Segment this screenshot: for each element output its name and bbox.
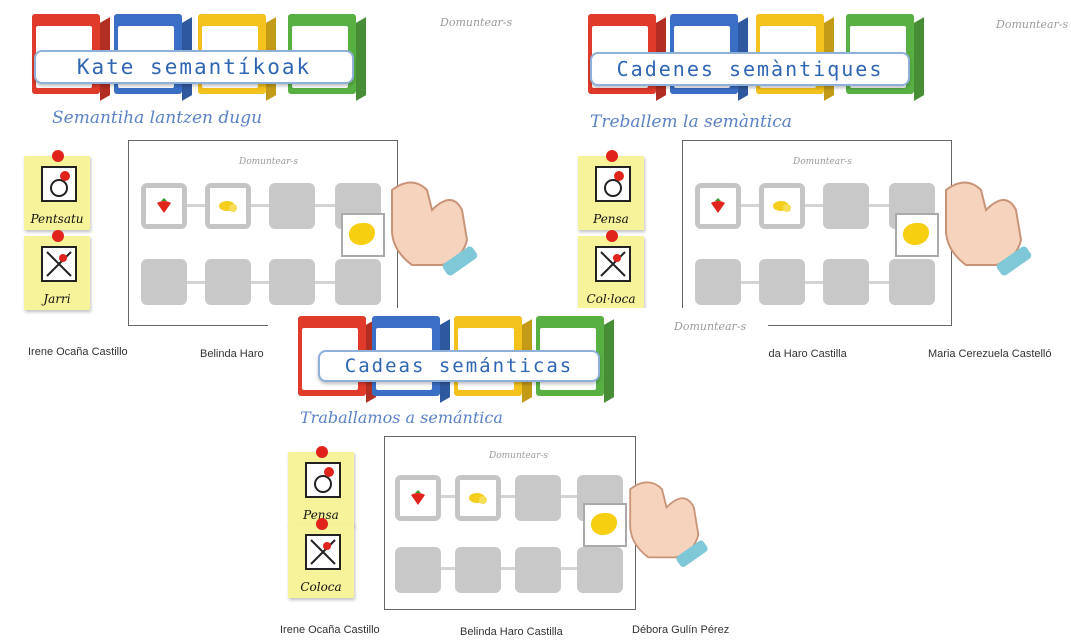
yellow-paint-icon: [591, 513, 617, 535]
hand-icon: [391, 181, 478, 276]
slot-strawberry[interactable]: [395, 475, 441, 521]
card-label: Pensa: [593, 212, 629, 226]
board-logo: Domuntear-s: [239, 157, 299, 167]
card-label: Coloca: [300, 580, 342, 594]
empty-slot[interactable]: [269, 259, 315, 305]
activity-board: Domuntear-s: [682, 140, 952, 326]
page-title: Kate semantíkoak: [34, 50, 354, 84]
slot-lemon[interactable]: [455, 475, 501, 521]
author-name: Belinda Haro: [200, 348, 264, 360]
author-name: Irene Ocaña Castillo: [280, 624, 380, 636]
instruction-card-think: Pensa: [578, 150, 644, 230]
author-name: Maria Cerezuela Castelló: [928, 348, 1052, 360]
empty-slot[interactable]: [455, 547, 501, 593]
brand-logo: Domuntear-s: [996, 18, 1069, 31]
empty-slot[interactable]: [205, 259, 251, 305]
empty-slot[interactable]: [269, 183, 315, 229]
empty-slot[interactable]: [395, 547, 441, 593]
empty-slot[interactable]: [515, 475, 561, 521]
brand-logo: Domuntear-s: [674, 320, 747, 333]
empty-slot[interactable]: [515, 547, 561, 593]
panel-basque: Kate semantíkoak Domuntear-s Semantiha l…: [0, 0, 524, 360]
dragged-card[interactable]: [341, 213, 385, 257]
pin-icon: [52, 150, 64, 162]
pin-icon: [52, 230, 64, 242]
brand-logo: Domuntear-s: [440, 16, 513, 29]
board-logo: Domuntear-s: [489, 451, 549, 461]
author-name: Débora Gulín Pérez: [632, 624, 730, 636]
pin-icon: [606, 230, 618, 242]
instruction-card-place: Coloca: [288, 518, 354, 598]
empty-slot[interactable]: [823, 259, 869, 305]
slot-strawberry[interactable]: [141, 183, 187, 229]
yellow-paint-icon: [903, 223, 929, 245]
slot-lemon[interactable]: [759, 183, 805, 229]
author-name: Belinda Haro Castilla: [744, 348, 847, 360]
hand-icon: [629, 481, 708, 567]
think-icon: [305, 462, 341, 498]
activity-board: Domuntear-s: [384, 436, 636, 610]
card-label: Pensa: [303, 508, 339, 522]
page-title: Cadeas semánticas: [318, 350, 600, 382]
empty-slot[interactable]: [889, 259, 935, 305]
activity-board: Domuntear-s: [128, 140, 398, 326]
instruction-card-place: Jarri: [24, 230, 90, 310]
page-title: Cadenes semàntiques: [590, 52, 910, 86]
panel-catalan: Cadenes semàntiques Domuntear-s Treballe…: [546, 0, 1071, 360]
strawberry-icon: [411, 490, 425, 505]
strawberry-icon: [157, 198, 171, 213]
subtitle: Traballamos a semántica: [300, 408, 503, 427]
author-name: Belinda Haro Castilla: [460, 626, 563, 638]
instruction-card-think: Pentsatu: [24, 150, 90, 230]
pin-icon: [606, 150, 618, 162]
lemon-icon: [773, 201, 791, 212]
slot-lemon[interactable]: [205, 183, 251, 229]
dragged-card[interactable]: [895, 213, 939, 257]
pin-icon: [316, 446, 328, 458]
instruction-card-think: Pensa: [288, 446, 354, 526]
card-label: Pentsatu: [30, 212, 84, 226]
subtitle: Treballem la semàntica: [590, 112, 792, 132]
board-logo: Domuntear-s: [793, 157, 853, 167]
empty-slot[interactable]: [823, 183, 869, 229]
empty-slot[interactable]: [141, 259, 187, 305]
empty-slot[interactable]: [335, 259, 381, 305]
pin-icon: [316, 518, 328, 530]
lemon-icon: [469, 493, 487, 504]
lemon-icon: [219, 201, 237, 212]
strawberry-icon: [711, 198, 725, 213]
author-name: Irene Ocaña Castillo: [28, 346, 128, 358]
subtitle: Semantiha lantzen dugu: [52, 108, 263, 128]
yellow-paint-icon: [349, 223, 375, 245]
panel-galician: Cadeas semánticas Domuntear-s Traballamo…: [268, 308, 768, 640]
card-label: Col·loca: [586, 292, 636, 306]
dragged-card[interactable]: [583, 503, 627, 547]
place-icon: [41, 246, 77, 282]
empty-slot[interactable]: [695, 259, 741, 305]
slot-strawberry[interactable]: [695, 183, 741, 229]
place-icon: [595, 246, 631, 282]
empty-slot[interactable]: [577, 547, 623, 593]
hand-icon: [945, 181, 1032, 276]
think-icon: [595, 166, 631, 202]
place-icon: [305, 534, 341, 570]
think-icon: [41, 166, 77, 202]
instruction-card-place: Col·loca: [578, 230, 644, 310]
card-label: Jarri: [43, 292, 71, 306]
empty-slot[interactable]: [759, 259, 805, 305]
